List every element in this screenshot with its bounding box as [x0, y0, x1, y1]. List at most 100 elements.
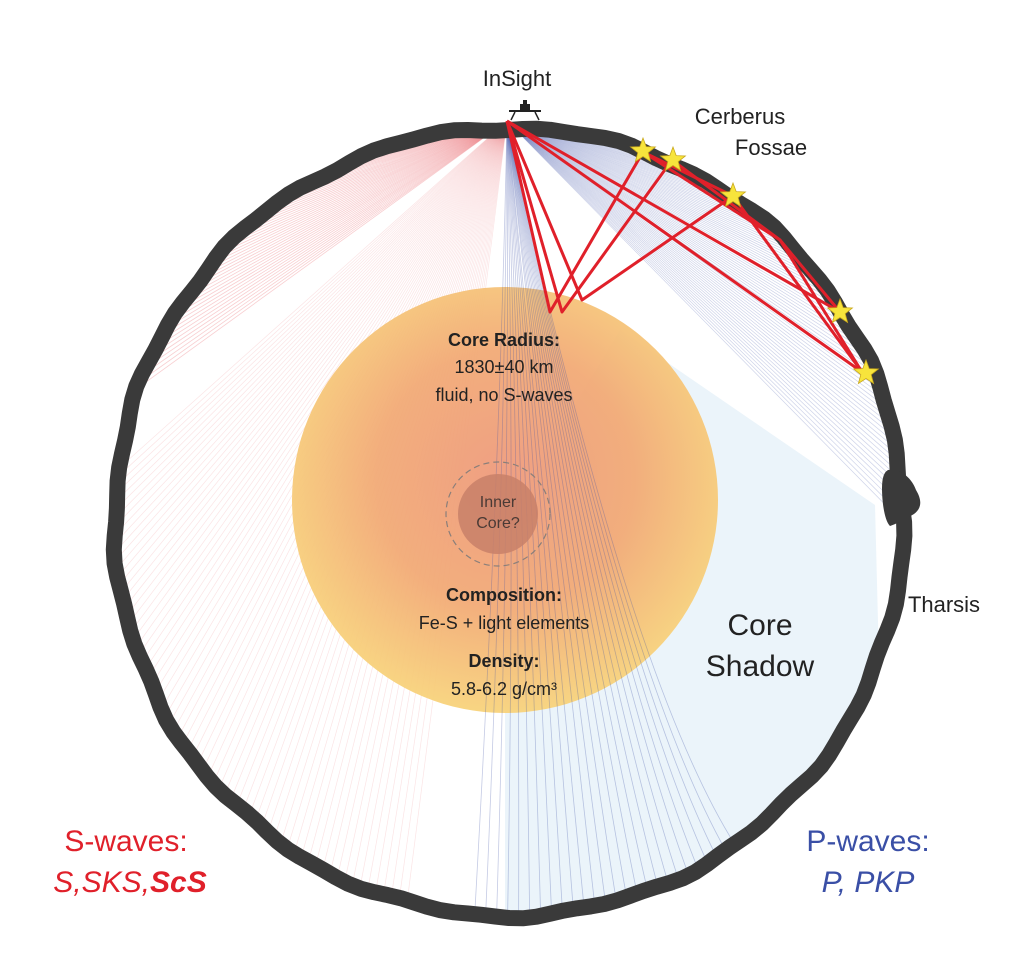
- s-wave-ray: [165, 132, 508, 329]
- p-wave-legend-phases: P, PKP: [822, 866, 915, 899]
- s-wave-ray: [119, 132, 508, 584]
- p-wave-ray: [506, 132, 869, 361]
- pkp-ray: [506, 120, 638, 895]
- p-wave-ray: [506, 132, 802, 258]
- mars-crust-outline: [105, 120, 913, 927]
- s-wave-ray: [119, 132, 508, 510]
- pkp-ray: [506, 120, 617, 902]
- s-wave-ray: [119, 132, 508, 552]
- p-wave-ray: [506, 132, 821, 282]
- s-wave-ray: [247, 132, 508, 228]
- pkp-ray: [506, 120, 689, 874]
- p-wave-ray: [506, 132, 789, 245]
- s-wave-ray: [173, 132, 508, 317]
- s-wave-ray: [119, 132, 508, 494]
- s-wave-ray: [162, 132, 508, 335]
- inner-core: [458, 474, 538, 554]
- s-wave-ray: [211, 132, 508, 264]
- s-wave-ray: [197, 132, 508, 281]
- p-wave-ray: [506, 132, 866, 356]
- s-wave-ray: [119, 132, 508, 527]
- p-wave-ray: [506, 132, 899, 499]
- s-wave-ray: [226, 132, 508, 248]
- p-wave-ray: [506, 132, 766, 224]
- density-heading: Density:: [468, 651, 539, 671]
- pkp-ray: [506, 120, 669, 883]
- p-wave-ray: [506, 132, 775, 232]
- s-wave-ray: [122, 132, 508, 601]
- event-stars: [629, 136, 880, 385]
- tharsis-bulge: [882, 469, 921, 526]
- p-wave-ray: [506, 132, 806, 263]
- s-wave-ray: [135, 132, 508, 648]
- s-wave-ray: [141, 132, 508, 381]
- p-wave-ray: [506, 132, 897, 450]
- p-wave-ray: [506, 132, 818, 277]
- lander-icon: [509, 100, 541, 121]
- event-star-icon: [719, 181, 747, 208]
- p-wave-ray: [506, 132, 898, 456]
- p-wave-ray: [506, 132, 810, 267]
- s-wave-ray: [138, 132, 508, 656]
- s-wave-legend-phases: S,SKS,ScS: [53, 866, 206, 899]
- composition-heading: Composition:: [446, 585, 562, 605]
- s-wave-ray: [138, 132, 508, 388]
- p-wave-ray: [506, 132, 899, 505]
- pkp-ray: [506, 120, 574, 911]
- s-wave-ray: [119, 132, 508, 502]
- p-wave-ray: [506, 132, 861, 345]
- s-wave-ray: [206, 132, 508, 270]
- s-wave-ray: [119, 132, 508, 576]
- s-wave-ray: [124, 132, 508, 609]
- p-wave-ray: [506, 132, 899, 523]
- s-wave-ray: [149, 132, 508, 361]
- pkp-ray: [506, 120, 628, 899]
- s-wave-ray: [241, 132, 508, 233]
- s-wave-ray: [119, 132, 508, 519]
- s-wave-ray: [184, 132, 508, 299]
- pkp-ray: [506, 120, 717, 858]
- p-wave-ray: [506, 132, 899, 493]
- p-wave-ray: [506, 132, 832, 297]
- s-wave-ray: [180, 132, 508, 305]
- p-wave-ray: [506, 132, 899, 468]
- event-star-icon: [629, 136, 657, 163]
- s-wave-ray: [176, 132, 508, 311]
- p-wave-ray: [506, 132, 899, 474]
- pkp-ray: [506, 120, 679, 879]
- cerberus-label-line1: Cerberus: [695, 104, 785, 129]
- s-wave-ray: [216, 132, 508, 259]
- s-wave-ray: [119, 132, 508, 486]
- s-wave-ray: [126, 132, 508, 617]
- pkp-ray: [506, 120, 563, 913]
- p-wave-ray: [506, 132, 896, 444]
- inner-core-boundary: [445, 461, 551, 567]
- pkp-ray: [506, 120, 708, 863]
- p-wave-ray: [506, 132, 855, 334]
- p-wave-ray: [506, 132, 893, 431]
- s-wave-ray: [119, 132, 508, 543]
- pkp-ray: [506, 120, 698, 869]
- event-star-icon: [826, 297, 854, 324]
- p-wave-ray: [506, 132, 872, 367]
- s-wave-ray: [202, 132, 508, 275]
- p-wave-ray: [506, 132, 784, 240]
- s-wave-ray: [193, 132, 508, 287]
- s-wave-ray: [236, 132, 508, 238]
- event-star-icon: [852, 358, 880, 385]
- density-value: 5.8-6.2 g/cm³: [451, 679, 557, 699]
- insight-label: InSight: [483, 66, 552, 91]
- inner-core-label-line1: Inner: [480, 494, 517, 511]
- p-wave-ray: [506, 132, 890, 419]
- p-wave-ray: [506, 132, 829, 292]
- p-wave-ray: [506, 132, 780, 236]
- s-wave-phases-bold: ScS: [150, 866, 207, 899]
- p-wave-ray: [506, 132, 825, 287]
- s-wave-ray: [119, 132, 508, 477]
- s-wave-ray: [189, 132, 508, 293]
- core-shadow-label-line2: Shadow: [706, 650, 815, 683]
- s-wave-ray: [128, 132, 508, 625]
- p-wave-ray: [506, 132, 886, 408]
- p-wave-ray: [506, 132, 899, 517]
